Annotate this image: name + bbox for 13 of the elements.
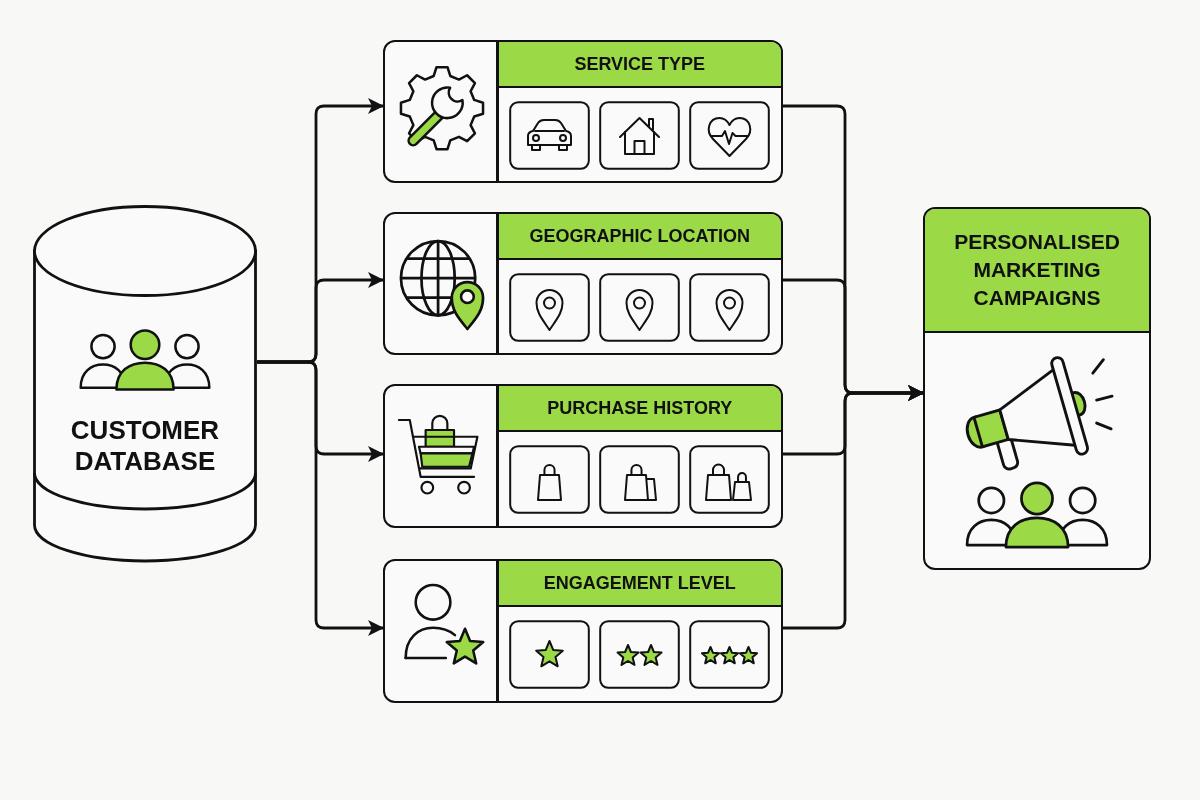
category-card — [383, 384, 783, 528]
database-label: CUSTOMER DATABASE — [69, 415, 221, 477]
category-title: GEOGRAPHIC LOCATION — [498, 214, 781, 260]
category-card — [383, 559, 783, 703]
arrow — [783, 385, 924, 630]
category-title: PURCHASE HISTORY — [498, 386, 781, 432]
campaign-card — [923, 207, 1151, 570]
category-card — [383, 212, 783, 355]
category-card — [383, 40, 783, 183]
category-title: SERVICE TYPE — [498, 42, 781, 88]
category-title: ENGAGEMENT LEVEL — [498, 561, 781, 607]
arrow — [257, 360, 384, 636]
campaign-title: PERSONALISED MARKETING CAMPAIGNS — [925, 209, 1149, 333]
